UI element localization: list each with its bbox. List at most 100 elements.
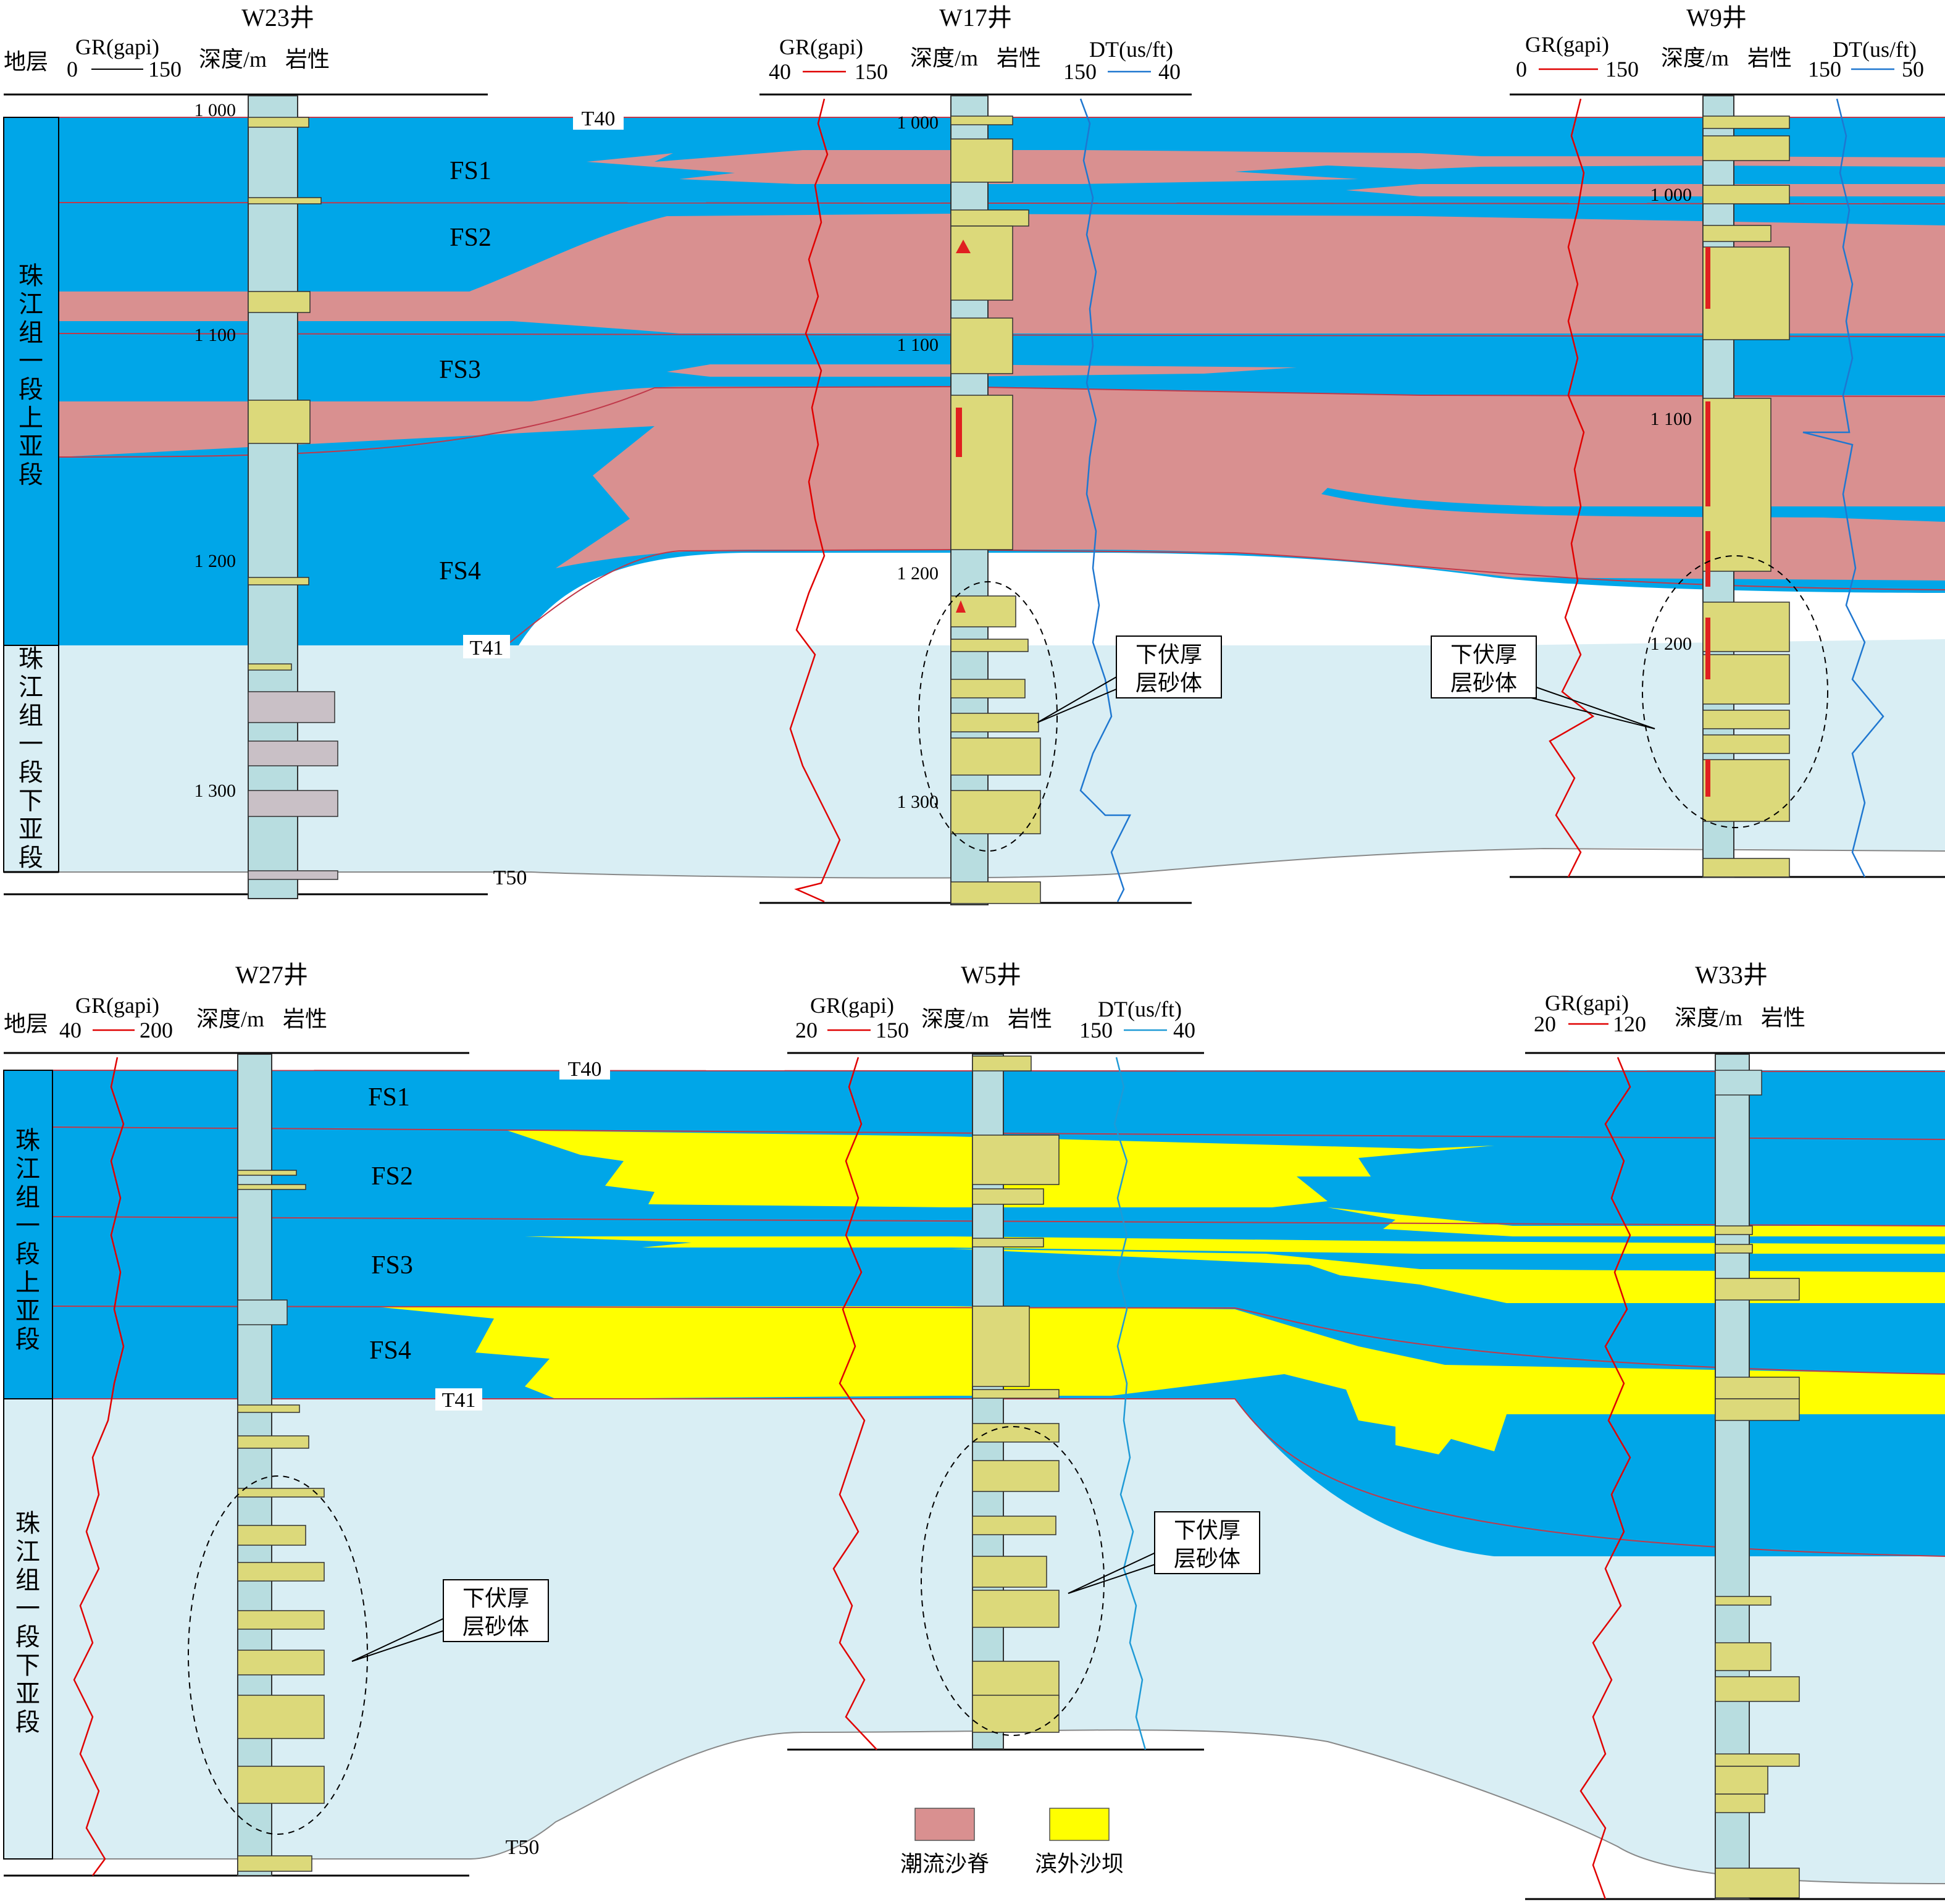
w9-depth-header: 深度/m [1661,46,1729,70]
w17-depth-header: 深度/m [910,46,978,70]
w17-annotation: 下伏厚 层砂体 [1037,635,1222,723]
w5-title: W5井 [961,961,1021,989]
legend-label-tidal-ridge: 潮流沙脊 [900,1852,989,1876]
w23-lith-header: 岩性 [285,47,330,72]
w9-annotation-line2: 层砂体 [1450,671,1517,695]
bottom-fs4-bar-body [370,1306,1945,1454]
top-strata-lower-label: 珠江组一段下亚段 [19,645,43,871]
well-w27-column [73,1054,368,1876]
w17-gr-min: 40 [769,59,791,84]
w23-gr-min: 0 [67,57,78,82]
w27-lith-header: 岩性 [283,1007,327,1031]
w17-gr-max: 150 [855,59,888,84]
w27-annotation-line2: 层砂体 [462,1614,529,1639]
w23-gr-name: GR(gapi) [75,35,159,59]
w5-dt-name: DT(us/ft) [1098,997,1182,1021]
w23-depth-header: 深度/m [199,47,267,72]
w27-gr-max: 200 [140,1018,173,1042]
w9-depth-3: 1 200 [1650,634,1692,654]
legend: 潮流沙脊 滨外沙坝 [900,1808,1124,1876]
w9-dt-min: 150 [1808,57,1841,82]
well-w9-column: 1 000 1 100 1 200 [1549,95,1884,878]
w5-dt-curve [1113,1057,1147,1750]
w17-gr-name: GR(gapi) [779,35,863,59]
top-fs4-blue-interbed [1321,488,1945,518]
top-strata-upper-box [3,117,59,646]
top-fs2-label: FS2 [450,224,491,252]
w5-gr-min: 20 [795,1018,818,1042]
top-fs1-label: FS1 [450,157,491,185]
w9-depth-1: 1 000 [1650,185,1692,205]
w9-gr-curve [1549,98,1595,878]
bottom-fs1-label: FS1 [368,1083,410,1112]
w23-depth-3: 1 200 [194,551,236,571]
w33-depth-header: 深度/m [1675,1005,1742,1030]
w5-annotation: 下伏厚 层砂体 [1068,1511,1260,1594]
top-strata-lower-box [3,645,59,873]
w9-thick-sand-outline [1642,555,1828,828]
well-w33-column [1579,1054,1800,1900]
w27-gr-min: 40 [59,1018,82,1042]
w27-title: W27井 [235,961,308,989]
w5-annotation-line2: 层砂体 [1174,1546,1240,1571]
w9-title: W9井 [1686,4,1747,31]
bottom-fs4-label: FS4 [369,1336,411,1365]
w9-gr-min: 0 [1516,57,1527,82]
w33-gr-min: 20 [1534,1012,1556,1036]
bottom-strata-lower-label: 珠江组一段下亚段 [15,1509,40,1736]
w23-depth-4: 1 300 [194,781,236,801]
w17-annotation-line2: 层砂体 [1136,671,1202,695]
legend-swatch-offshore-bar [1049,1808,1110,1841]
top-strata-upper-label: 珠江组一段上亚段 [19,262,43,489]
well-w17-column: 1 000 1 100 1 200 1 300 [789,95,1132,905]
w17-thick-sand-outline [918,581,1058,852]
w33-gr-name: GR(gapi) [1545,991,1629,1015]
w9-dt-curve [1802,98,1884,878]
w5-depth-header: 深度/m [921,1007,989,1031]
w23-title: W23井 [241,4,314,31]
w27-gr-name: GR(gapi) [75,993,159,1018]
bottom-marker-t50: T50 [506,1836,540,1859]
w9-annotation: 下伏厚 层砂体 [1431,635,1655,729]
w5-gr-max: 150 [876,1018,909,1042]
top-strata-header: 地层 [4,49,48,74]
w17-lith-header: 岩性 [997,46,1041,70]
bottom-fs3-bar-body [951,1249,1945,1303]
w33-gr-curve [1579,1057,1631,1900]
w33-gr-max: 120 [1613,1012,1646,1036]
w9-depth-2: 1 100 [1650,409,1692,429]
bottom-marker-t41: T41 [442,1389,476,1412]
top-fs3-label: FS3 [439,356,481,384]
w17-gr-curve [789,98,841,903]
top-markers: T40 T41 T50 [463,106,624,889]
w17-dt-min: 150 [1063,59,1097,84]
w23-depth-1: 1 000 [194,100,236,120]
w17-dt-curve [1079,98,1132,902]
w9-dt-max: 50 [1902,57,1924,82]
w23-depth-2: 1 100 [194,325,236,345]
bottom-marker-t40: T40 [568,1058,602,1081]
bottom-panel: 珠江组一段上亚段 珠江组一段下亚段 [3,961,1945,1900]
bottom-headers: W27井 地层 GR(gapi) 40 200 深度/m 岩性 W5井 GR(g… [4,961,1805,1042]
w27-depth-header: 深度/m [196,1007,264,1031]
w9-dt-name: DT(us/ft) [1833,37,1917,62]
top-marker-t50: T50 [493,866,527,889]
top-headers: W23井 地层 GR(gapi) 0 150 深度/m 岩性 W17井 GR(g… [4,4,1924,84]
w17-depth-3: 1 200 [897,563,939,584]
top-lower-boundary [59,847,1945,879]
w5-annotation-line1: 下伏厚 [1174,1518,1240,1543]
w23-gr-max: 150 [148,57,182,82]
bottom-strata-header: 地层 [4,1012,48,1036]
w17-depth-1: 1 000 [897,112,939,133]
w9-gr-name: GR(gapi) [1525,32,1609,57]
well-w5-column [832,1054,1147,1750]
bottom-fs3-bar-thin [525,1236,1945,1254]
w27-annotation: 下伏厚 层砂体 [351,1579,549,1662]
w9-annotation-line1: 下伏厚 [1450,642,1517,667]
w9-gr-max: 150 [1605,57,1639,82]
w5-gr-curve [832,1057,877,1750]
bottom-strata-upper-box [3,1070,53,1399]
bottom-lower-boundary [52,1729,1945,1884]
w17-title: W17井 [939,4,1012,31]
